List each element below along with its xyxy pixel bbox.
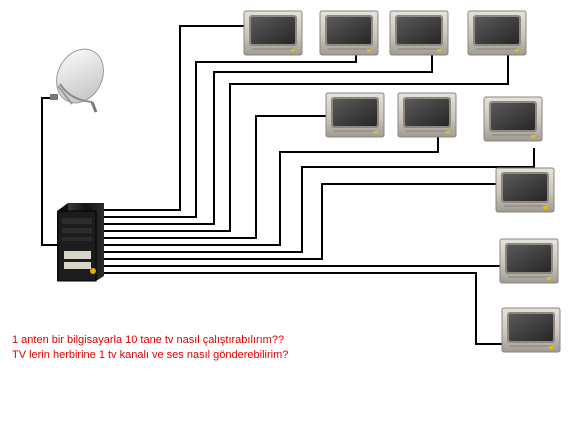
tv-1-icon — [243, 10, 303, 56]
cables — [41, 25, 535, 345]
tv-9-icon — [499, 238, 559, 284]
cable-tv-6 — [102, 136, 439, 246]
computer-tower-icon — [57, 203, 104, 282]
cable-tv-3 — [102, 52, 433, 225]
tv-8-icon — [495, 167, 555, 213]
tv-10-icon — [501, 307, 561, 353]
tv-7-icon — [483, 96, 543, 142]
tv-3-icon — [389, 10, 449, 56]
cable-tv-7 — [102, 148, 535, 253]
cable-tv-4 — [102, 52, 509, 232]
cable-tv-10 — [102, 272, 508, 345]
cable-tv-2 — [102, 52, 357, 218]
caption-line-2: TV lerin herbirine 1 tv kanalı ve ses na… — [12, 349, 289, 361]
cable-tv-8 — [102, 183, 500, 260]
tv-5-icon — [325, 92, 385, 138]
tv-4-icon — [467, 10, 527, 56]
satellite-dish-icon — [50, 48, 104, 113]
cable-antenna — [41, 97, 57, 246]
cable-tv-1 — [102, 25, 248, 211]
question-caption: 1 anten bir bilgisayarla 10 tane tv nası… — [12, 333, 288, 363]
cable-tv-5 — [102, 115, 330, 239]
tv-2-icon — [319, 10, 379, 56]
caption-line-1: 1 anten bir bilgisayarla 10 tane tv nası… — [12, 334, 285, 346]
tv-6-icon — [397, 92, 457, 138]
